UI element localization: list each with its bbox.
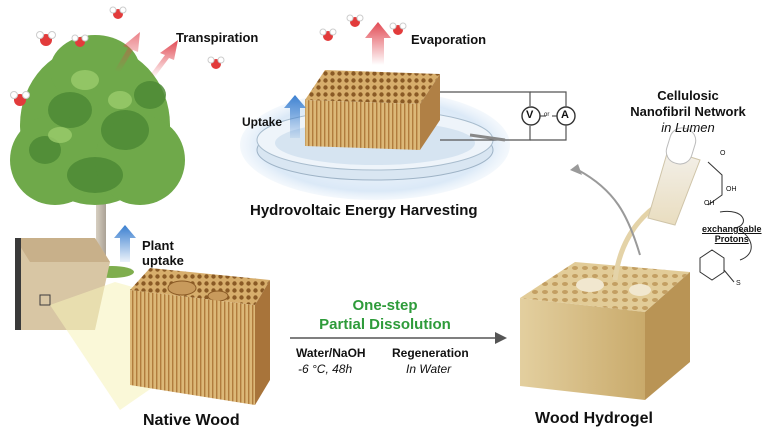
hydrovoltaic-title: Hydrovoltaic Energy Harvesting bbox=[250, 202, 478, 219]
evaporation-label: Evaporation bbox=[411, 32, 487, 47]
water-naoh-label: Water/NaOH bbox=[296, 346, 366, 360]
plant-uptake-line1: Plant bbox=[142, 238, 174, 253]
wood-hydrogel-block bbox=[520, 197, 690, 400]
cellulosic-line1: Cellulosic bbox=[657, 88, 719, 103]
one-step-line1: One-step bbox=[352, 297, 418, 314]
exchangeable-line2: Protons bbox=[714, 234, 749, 244]
nanofibril-cone bbox=[647, 127, 701, 226]
cellulosic-line3: in Lumen bbox=[661, 120, 715, 135]
tree-illustration bbox=[10, 35, 185, 278]
conditions-label: -6 °C, 48h bbox=[298, 362, 353, 376]
meter-a-label: A bbox=[561, 109, 569, 121]
plant-uptake-label: Plant uptake bbox=[142, 238, 184, 268]
hydrovoltaic-device bbox=[240, 70, 531, 200]
plant-uptake-arrow bbox=[114, 225, 136, 262]
meter-circles bbox=[521, 91, 576, 141]
transpiration-arrows bbox=[115, 32, 178, 78]
curved-arrow bbox=[577, 169, 641, 256]
chem-oh-1: OH bbox=[726, 186, 737, 193]
meter-or-label: or bbox=[544, 112, 550, 118]
transpiration-label: Transpiration bbox=[176, 30, 259, 45]
one-step-line2: Partial Dissolution bbox=[319, 316, 451, 333]
uptake-label: Uptake bbox=[242, 115, 283, 129]
water-molecules bbox=[10, 6, 407, 106]
chem-o: O bbox=[720, 150, 726, 157]
native-wood-label: Native Wood bbox=[143, 412, 240, 429]
evaporation-arrow bbox=[365, 22, 391, 65]
in-water-label: In Water bbox=[406, 362, 452, 376]
uptake-arrow bbox=[284, 95, 306, 138]
chemical-structure bbox=[699, 161, 752, 283]
wood-hydrogel-label: Wood Hydrogel bbox=[535, 410, 653, 427]
process-arrow bbox=[290, 332, 507, 344]
chem-oh-2: OH bbox=[704, 200, 715, 207]
regeneration-label: Regeneration bbox=[392, 346, 469, 360]
plant-uptake-line2: uptake bbox=[142, 253, 184, 268]
meter-v-label: V bbox=[526, 109, 534, 121]
exchangeable-protons-label: exchangeable Protons bbox=[702, 224, 762, 244]
cellulosic-line2: Nanofibril Network bbox=[630, 104, 746, 119]
exchangeable-line1: exchangeable bbox=[702, 224, 762, 234]
one-step-label: One-step Partial Dissolution bbox=[300, 296, 470, 334]
chem-s: S bbox=[736, 280, 741, 287]
cellulosic-label: Cellulosic Nanofibril Network in Lumen bbox=[618, 88, 758, 136]
native-wood-block bbox=[130, 268, 270, 405]
